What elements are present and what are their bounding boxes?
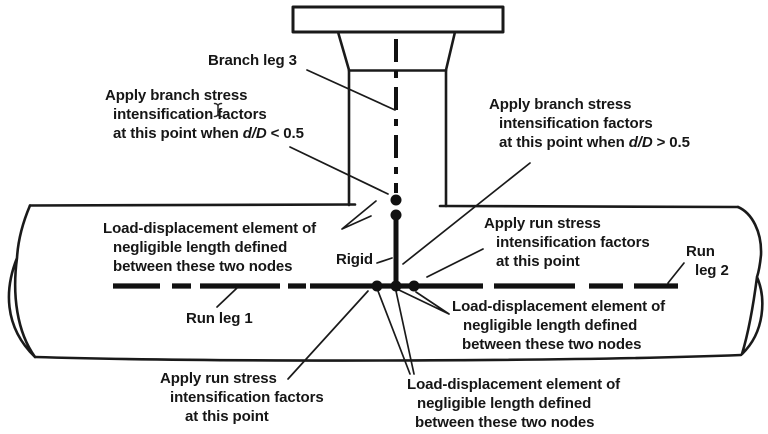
- pipe-outline: [7, 5, 764, 362]
- run-node-right: [408, 280, 420, 292]
- run-pipe-left-cap: [7, 204, 37, 359]
- label-branch-leg-3: Branch leg 3: [208, 52, 297, 69]
- leader-rigid: [376, 257, 393, 264]
- ratio-variable: d/D: [242, 125, 267, 142]
- run-node-center: [390, 280, 402, 292]
- label-apply-run-right: Apply run stress intensification factors…: [484, 214, 650, 271]
- node-dots: [371, 194, 420, 292]
- leader-load-disp-right: [398, 289, 450, 315]
- label-line: Apply branch stress: [105, 87, 248, 104]
- branch-hub: [336, 30, 457, 72]
- label-line: between these two nodes: [113, 258, 293, 275]
- leader-apply-branch-left: [289, 146, 389, 195]
- label-text: at this point when: [113, 125, 239, 142]
- leader-load-disp-bottom: [377, 290, 415, 375]
- leader-run-leg-2: [667, 262, 685, 284]
- label-line: negligible length defined: [417, 395, 592, 412]
- branch-node-upper: [390, 194, 402, 206]
- branch-flange: [291, 5, 505, 34]
- label-load-disp-bottom: Load-displacement element of negligible …: [407, 375, 620, 432]
- label-line: intensification factors: [499, 115, 653, 132]
- leader-load-disp-left: [341, 200, 377, 230]
- label-text: < 0.5: [270, 125, 304, 142]
- label-text: at this point when: [499, 134, 625, 151]
- label-line: intensification factors: [170, 389, 324, 406]
- branch-node-lower: [390, 209, 402, 221]
- label-line: between these two nodes: [462, 336, 642, 353]
- run-pipe-bottom-edge: [33, 353, 743, 362]
- leader-apply-run-left: [287, 290, 369, 380]
- leader-apply-run-right: [426, 248, 484, 278]
- ratio-variable: d/D: [628, 134, 653, 151]
- run-pipe-right-cap: [736, 205, 764, 356]
- leader-branch-leg-3: [306, 69, 396, 111]
- branch-walls: [347, 68, 448, 208]
- label-line: between these two nodes: [415, 414, 595, 431]
- label-line: Load-displacement element of: [407, 376, 621, 393]
- label-line: negligible length defined: [463, 317, 638, 334]
- label-load-disp-right: Load-displacement element of negligible …: [452, 297, 665, 354]
- label-line: Apply run stress: [160, 370, 277, 387]
- leader-lines: [216, 69, 685, 380]
- label-run-leg-1: Run leg 1: [186, 310, 253, 327]
- label-line: Load-displacement element of: [452, 298, 666, 315]
- leader-apply-branch-right: [402, 162, 531, 265]
- label-line: Apply run stress: [484, 215, 601, 232]
- leader-run-leg-1: [216, 287, 238, 308]
- label-text: > 0.5: [656, 134, 690, 151]
- label-line: Run: [686, 243, 715, 260]
- run-pipe-top-edge: [28, 203, 740, 209]
- label-apply-run-left: Apply run stress intensification factors…: [160, 369, 324, 426]
- label-line: leg 2: [695, 262, 729, 279]
- label-load-disp-left: Load-displacement element of negligible …: [103, 219, 316, 276]
- label-line: at this point: [496, 253, 580, 270]
- label-line: Apply branch stress: [489, 96, 632, 113]
- label-apply-branch-right: Apply branch stress intensification fact…: [489, 95, 690, 152]
- label-line: intensification factors: [113, 106, 267, 123]
- i-beam-cursor-icon: [213, 102, 223, 118]
- label-apply-branch-left: Apply branch stress intensification fact…: [105, 86, 304, 143]
- label-run-leg-2: Run leg 2: [686, 242, 729, 280]
- label-line: at this point: [185, 408, 269, 425]
- run-node-left: [371, 280, 383, 292]
- label-line: Load-displacement element of: [103, 220, 317, 237]
- label-line: negligible length defined: [113, 239, 288, 256]
- label-rigid: Rigid: [336, 251, 373, 268]
- label-line: intensification factors: [496, 234, 650, 251]
